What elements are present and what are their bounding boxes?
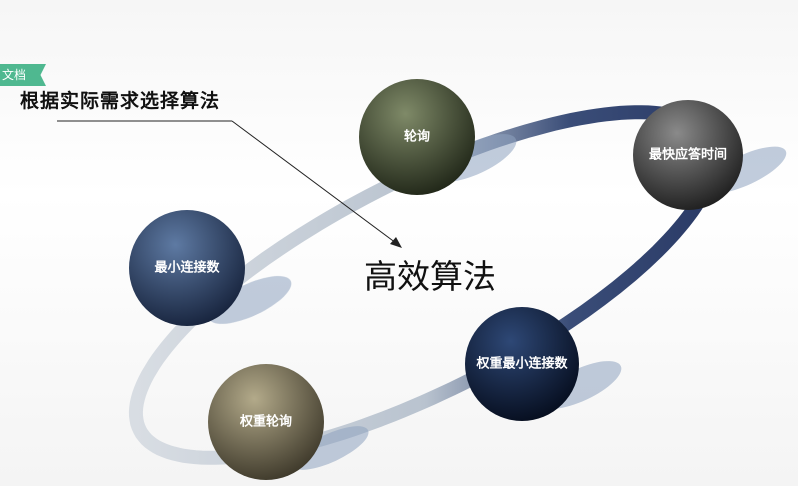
node-weighted-least-connections: 权重最小连接数 xyxy=(465,307,579,421)
subtitle: 根据实际需求选择算法 xyxy=(20,90,221,112)
svg-text:轮询: 轮询 xyxy=(404,129,430,145)
svg-text:最快应答时间: 最快应答时间 xyxy=(649,147,727,163)
node-weighted-polling: 权重轮询 xyxy=(208,364,324,480)
pointer-arrow xyxy=(231,120,401,247)
node-fastest-response: 最快应答时间 xyxy=(633,100,743,210)
shadows xyxy=(208,134,787,470)
svg-text:权重轮询: 权重轮询 xyxy=(239,414,292,430)
center-title: 高效算法 xyxy=(364,257,496,296)
arrow-head-icon xyxy=(390,237,402,248)
node-least-connections: 最小连接数 xyxy=(129,210,245,326)
orbit-ring xyxy=(128,105,722,465)
node-polling: 轮询 xyxy=(359,79,475,195)
svg-text:最小连接数: 最小连接数 xyxy=(154,260,220,276)
svg-text:权重最小连接数: 权重最小连接数 xyxy=(475,356,568,372)
section-tag: 文档 xyxy=(0,64,46,86)
